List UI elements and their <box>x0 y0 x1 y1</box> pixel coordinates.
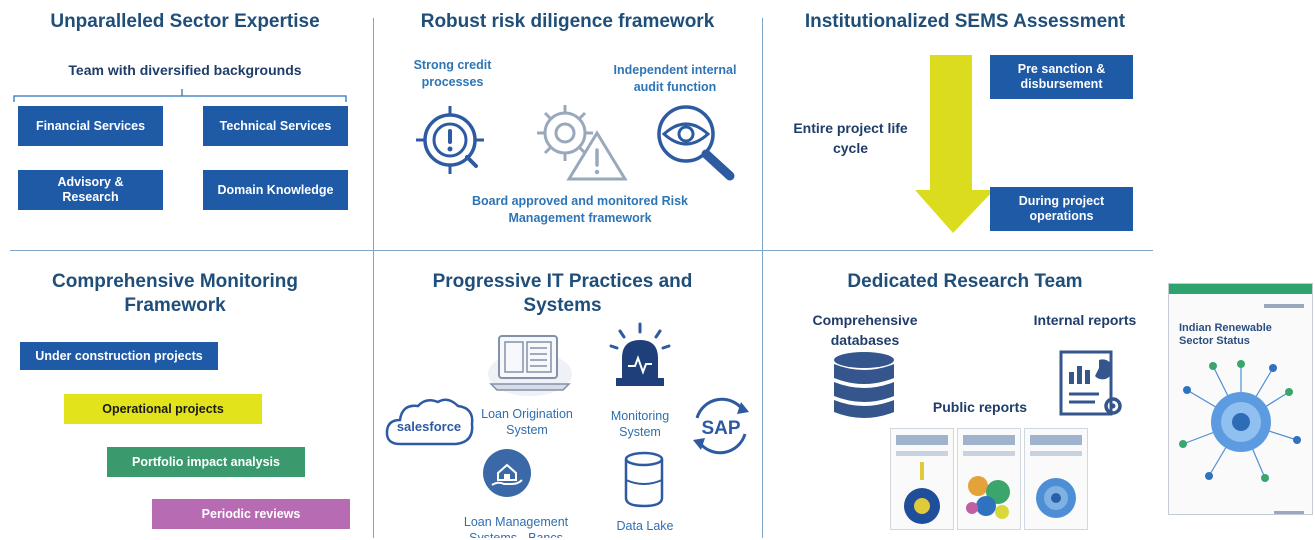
public-report-2-art <box>966 476 1010 519</box>
eye-search-icon <box>657 105 735 181</box>
it-panel-title: Progressive IT Practices and Systems <box>432 271 693 316</box>
lifecycle-label: Entire project life cycle <box>793 120 908 156</box>
data-lake-label: Data Lake <box>616 519 674 533</box>
public-report-3-art <box>1036 478 1076 518</box>
loan-origination-icon <box>488 335 572 396</box>
report-cover-art <box>1179 360 1301 482</box>
loan-management-icon <box>483 449 531 497</box>
databases-label: Comprehensive databases <box>812 312 918 348</box>
board-framework-label: Board approved and monitored Risk Manage… <box>471 194 688 225</box>
project-operations-box: During project operations <box>990 187 1133 231</box>
divider-vertical-1 <box>373 18 374 538</box>
divider-horizontal <box>10 250 1153 251</box>
public-report-1-art <box>904 462 940 524</box>
public-report-cover-1 <box>890 428 954 530</box>
divider-vertical-2 <box>762 18 763 538</box>
operational-projects-bar: Operational projects <box>64 394 262 424</box>
public-reports-label: Public reports <box>932 399 1028 415</box>
research-panel-title: Dedicated Research Team <box>847 271 1083 292</box>
credit-target-icon <box>416 106 484 174</box>
advisory-research-box: Advisory & Research <box>18 170 163 210</box>
internal-report-icon <box>1059 350 1122 416</box>
sap-logo-icon: SAP <box>693 397 749 455</box>
data-lake-icon <box>624 451 664 508</box>
salesforce-text: salesforce <box>397 419 461 434</box>
gear-warning-icon <box>537 105 628 181</box>
loan-origination-label: Loan Origination System <box>481 407 573 437</box>
research-report-cover: Indian Renewable Sector Status <box>1168 283 1313 515</box>
report-cover-title: Indian Renewable Sector Status <box>1179 322 1272 347</box>
financial-services-box: Financial Services <box>18 106 163 146</box>
loan-management-label: Loan Management Systems - Bancs <box>463 515 569 538</box>
technical-services-box: Technical Services <box>203 106 348 146</box>
bracket-connector <box>13 89 347 102</box>
monitoring-panel-title: Comprehensive Monitoring Framework <box>52 271 298 316</box>
portfolio-impact-bar: Portfolio impact analysis <box>107 447 305 477</box>
public-report-cover-2 <box>957 428 1021 530</box>
periodic-reviews-bar: Periodic reviews <box>152 499 350 529</box>
sector-panel-title: Unparalleled Sector Expertise <box>50 11 320 32</box>
pre-sanction-box: Pre sanction & disbursement <box>990 55 1133 99</box>
internal-reports-label: Internal reports <box>1033 312 1137 328</box>
sap-text: SAP <box>701 418 740 439</box>
monitoring-system-label: Monitoring System <box>610 409 670 439</box>
under-construction-bar: Under construction projects <box>20 342 218 370</box>
internal-audit-label: Independent internal audit function <box>613 63 737 94</box>
sems-panel-title: Institutionalized SEMS Assessment <box>804 11 1126 32</box>
strong-credit-label: Strong credit processes <box>413 58 492 89</box>
public-report-cover-3 <box>1024 428 1088 530</box>
salesforce-logo-icon: salesforce <box>385 398 474 446</box>
monitoring-alarm-icon <box>609 322 671 386</box>
database-icon <box>834 352 894 418</box>
sector-subtitle: Team with diversified backgrounds <box>68 62 302 78</box>
down-arrow-icon <box>915 55 994 233</box>
domain-knowledge-box: Domain Knowledge <box>203 170 348 210</box>
risk-panel-title: Robust risk diligence framework <box>420 11 715 32</box>
